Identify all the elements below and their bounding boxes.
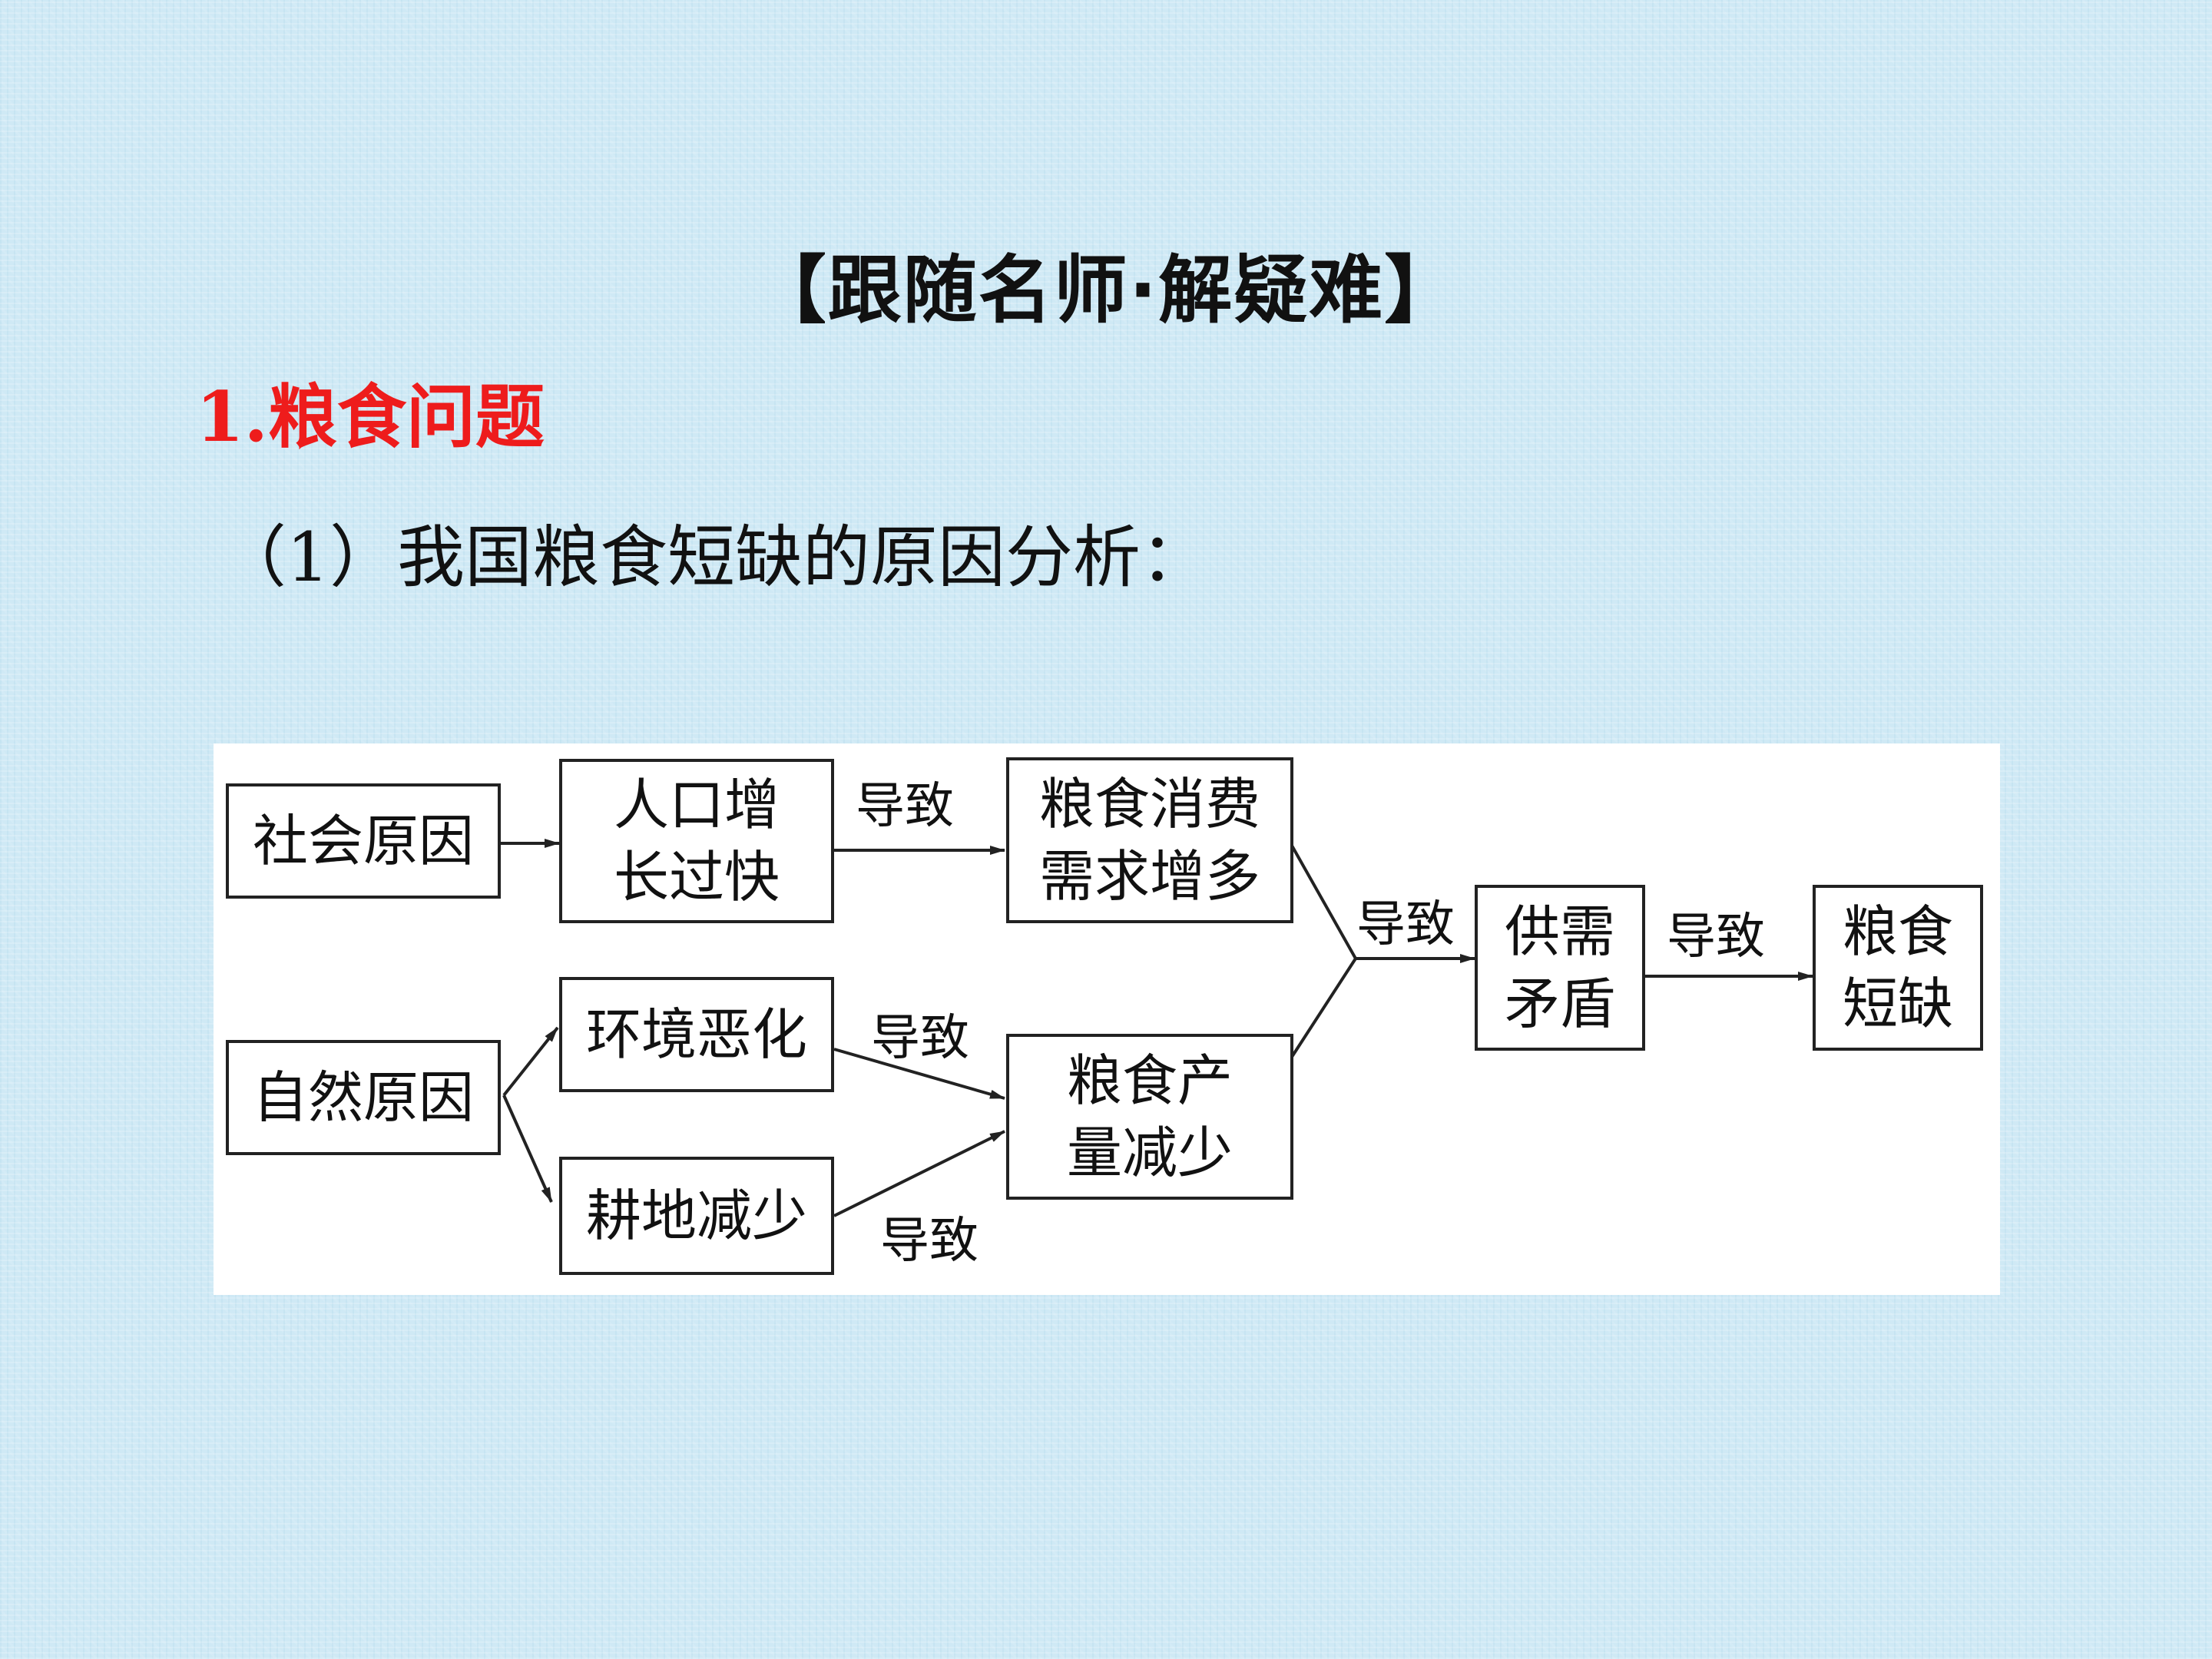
node-social-cause-label: 社会原因: [252, 809, 474, 873]
node-supply-demand-conflict: 供需 矛盾: [1475, 885, 1645, 1051]
arrow-natural-to-environment: [502, 1026, 559, 1097]
edge-label-merge-to-conflict: 导致: [1356, 896, 1455, 953]
node-output-line1: 粮食产: [1066, 1048, 1233, 1113]
arrow-natural-to-farmland: [502, 1094, 553, 1203]
node-environment: 环境恶化: [559, 977, 834, 1092]
node-population-growth: 人口增 长过快: [559, 759, 834, 923]
section-title: 1.粮食问题: [196, 376, 545, 458]
node-farmland-label: 耕地减少: [585, 1184, 807, 1248]
edge-label-farmland-to-output: 导致: [880, 1213, 979, 1270]
node-farmland: 耕地减少: [559, 1157, 834, 1275]
arrow-farmland-to-output: [833, 1130, 1005, 1217]
node-social-cause: 社会原因: [226, 783, 501, 899]
node-natural-cause-label: 自然原因: [252, 1065, 474, 1130]
node-demand-line2: 需求增多: [1038, 844, 1260, 909]
node-consumption-demand: 粮食消费 需求增多: [1006, 757, 1293, 923]
line-demand-to-merge: [1290, 845, 1357, 959]
node-population-line2: 长过快: [613, 845, 780, 909]
cause-diagram: 社会原因 人口增 长过快 粮食消费 需求增多 自然原因 环境恶化 耕地减少 粮食…: [214, 743, 2000, 1295]
node-output-line2: 量减少: [1066, 1121, 1233, 1185]
node-grain-output: 粮食产 量减少: [1006, 1034, 1293, 1200]
node-demand-line1: 粮食消费: [1038, 772, 1260, 836]
subtitle: （1）我国粮食短缺的原因分析：: [219, 518, 1208, 597]
line-output-to-merge: [1290, 957, 1357, 1058]
page-heading: 【跟随名师·解疑难】: [752, 247, 1460, 333]
edge-label-population-to-demand: 导致: [856, 778, 954, 835]
edge-label-environment-to-output: 导致: [871, 1010, 969, 1067]
edge-label-conflict-to-shortage: 导致: [1667, 909, 1765, 965]
node-natural-cause: 自然原因: [226, 1040, 501, 1155]
node-conflict-line1: 供需: [1504, 899, 1615, 964]
node-shortage-line2: 短缺: [1842, 972, 1953, 1036]
node-grain-shortage: 粮食 短缺: [1813, 885, 1983, 1051]
diagram-connectors: [499, 839, 1813, 1217]
arrow-environment-to-output: [833, 1048, 1005, 1100]
node-environment-label: 环境恶化: [585, 1002, 807, 1067]
node-conflict-line2: 矛盾: [1504, 972, 1615, 1036]
node-shortage-line1: 粮食: [1842, 899, 1953, 964]
node-population-line1: 人口增: [613, 773, 780, 837]
